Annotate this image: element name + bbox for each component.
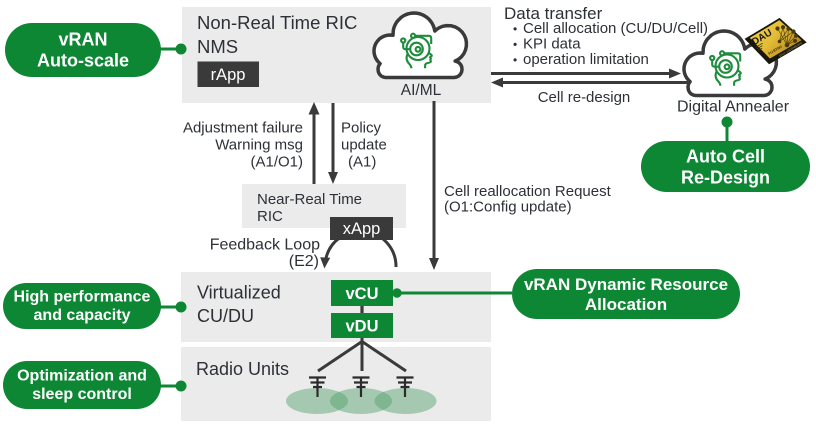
svg-text:update: update [341,137,387,154]
svg-text:(A1/O1): (A1/O1) [250,154,303,171]
svg-text:Optimization and: Optimization and [17,368,147,385]
svg-text:vDU: vDU [345,318,378,336]
svg-text:•: • [513,38,517,52]
svg-text:sleep control: sleep control [32,386,132,403]
svg-text:Allocation: Allocation [585,295,667,314]
svg-text:•: • [513,53,517,67]
svg-text:Radio Units: Radio Units [196,359,289,379]
svg-text:(A1): (A1) [348,154,376,171]
svg-text:KPI data: KPI data [523,36,581,53]
svg-text:Virtualized: Virtualized [197,283,281,303]
svg-text:Auto Cell: Auto Cell [686,147,765,167]
svg-text:Near-Real Time: Near-Real Time [257,191,362,208]
svg-text:Cell allocation (CU/DU/Cell): Cell allocation (CU/DU/Cell) [523,20,708,37]
svg-text:FUJITSU: FUJITSU [768,45,783,56]
svg-text:Digital Annealer: Digital Annealer [677,99,790,116]
svg-text:Data transfer: Data transfer [504,4,603,23]
svg-text:•: • [513,22,517,36]
svg-text:Re-Design: Re-Design [681,168,770,188]
svg-text:NMS: NMS [197,36,238,57]
svg-text:vRAN: vRAN [58,30,107,50]
svg-text:vRAN Dynamic Resource: vRAN Dynamic Resource [524,275,728,294]
svg-text:xApp: xApp [343,220,381,238]
svg-text:Auto-scale: Auto-scale [37,51,129,71]
svg-text:Warning msg: Warning msg [215,137,303,154]
svg-text:operation limitation: operation limitation [523,51,649,68]
svg-text:CU/DU: CU/DU [197,306,254,326]
svg-text:Policy: Policy [341,120,382,137]
svg-text:Adjustment failure: Adjustment failure [183,120,303,137]
svg-text:and capacity: and capacity [34,307,131,324]
svg-text:RIC: RIC [257,208,283,225]
svg-text:(E2): (E2) [289,253,319,270]
svg-text:Non-Real Time RIC: Non-Real Time RIC [197,12,357,33]
svg-text:Feedback Loop: Feedback Loop [210,237,320,254]
svg-text:Cell reallocation Request: Cell reallocation Request [444,183,612,200]
svg-text:AI/ML: AI/ML [401,82,442,99]
svg-text:Cell re-design: Cell re-design [538,89,631,106]
svg-text:(O1:Config update): (O1:Config update) [444,199,572,216]
svg-text:High performance: High performance [14,289,151,306]
svg-text:vCU: vCU [345,285,378,303]
svg-text:rApp: rApp [211,66,246,84]
